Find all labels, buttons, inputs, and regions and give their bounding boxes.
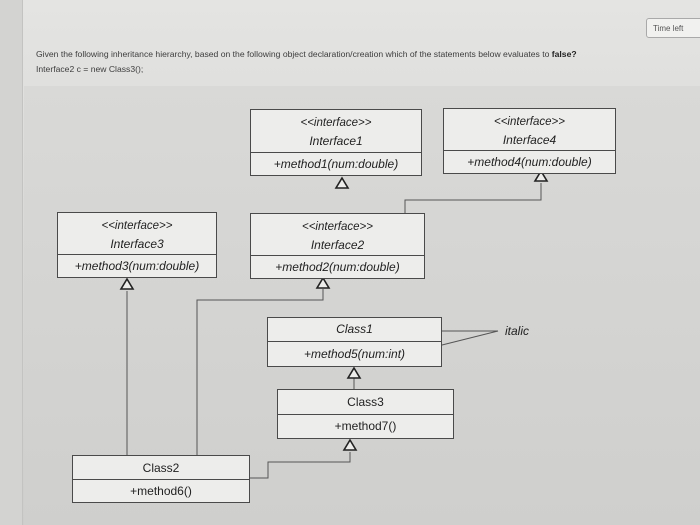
question-prefix: Given the following inheritance hierarch… bbox=[36, 49, 552, 59]
question-emphasis: false? bbox=[551, 49, 577, 59]
interface1-method: +method1(num:double) bbox=[273, 157, 399, 171]
class3-methods: +method7() bbox=[278, 415, 453, 438]
interface3-name: Interface3 bbox=[110, 237, 164, 251]
class1-methods: +method5(num:int) bbox=[268, 342, 441, 366]
class3-box: Class3 +method7() bbox=[277, 389, 454, 439]
class3-name: Class3 bbox=[347, 395, 384, 409]
interface3-box: <<interface>> Interface3 +method3(num:do… bbox=[57, 212, 217, 278]
class2-header: Class2 bbox=[73, 456, 249, 480]
italic-annotation: italic bbox=[505, 324, 530, 338]
interface2-method: +method2(num:double) bbox=[275, 260, 400, 274]
time-left-indicator: Time left bbox=[646, 18, 700, 38]
interface3-methods: +method3(num:double) bbox=[58, 255, 216, 277]
interface3-stereotype: <<interface>> bbox=[101, 220, 173, 232]
class1-box: Class1 +method5(num:int) bbox=[267, 317, 442, 367]
class1-method: +method5(num:int) bbox=[303, 347, 406, 361]
interface3-method: +method3(num:double) bbox=[74, 259, 200, 273]
time-left-label: Time left bbox=[653, 24, 684, 33]
interface2-name: Interface2 bbox=[310, 238, 365, 252]
interface4-methods: +method4(num:double) bbox=[444, 151, 615, 173]
class2-methods: +method6() bbox=[73, 480, 249, 502]
interface4-header: <<interface>> Interface4 bbox=[444, 109, 615, 151]
interface2-header: <<interface>> Interface2 bbox=[251, 214, 424, 256]
class2-method: +method6() bbox=[130, 484, 192, 498]
interface1-stereotype: <<interface>> bbox=[300, 117, 372, 129]
left-sidebar-strip bbox=[0, 0, 23, 525]
interface2-box: <<interface>> Interface2 +method2(num:do… bbox=[250, 213, 425, 279]
class2-box: Class2 +method6() bbox=[72, 455, 250, 503]
class1-name: Class1 bbox=[336, 322, 373, 336]
interface4-box: <<interface>> Interface4 +method4(num:do… bbox=[443, 108, 616, 174]
question-code: Interface2 c = new Class3(); bbox=[36, 64, 144, 74]
question-line: Given the following inheritance hierarch… bbox=[36, 47, 696, 62]
interface1-box: <<interface>> Interface1 +method1(num:do… bbox=[250, 109, 422, 176]
class3-header: Class3 bbox=[278, 390, 453, 415]
interface2-methods: +method2(num:double) bbox=[251, 256, 424, 278]
interface1-name: Interface1 bbox=[309, 134, 363, 148]
class3-method: +method7() bbox=[334, 419, 397, 433]
interface4-stereotype: <<interface>> bbox=[494, 116, 565, 128]
interface2-stereotype: <<interface>> bbox=[302, 221, 373, 233]
class1-header: Class1 bbox=[268, 318, 441, 342]
interface3-header: <<interface>> Interface3 bbox=[58, 213, 216, 255]
interface1-header: <<interface>> Interface1 bbox=[251, 110, 421, 153]
interface4-name: Interface4 bbox=[502, 133, 557, 147]
interface4-method: +method4(num:double) bbox=[467, 155, 592, 169]
class2-name: Class2 bbox=[142, 461, 180, 475]
interface1-methods: +method1(num:double) bbox=[251, 153, 421, 175]
question-text: Given the following inheritance hierarch… bbox=[36, 47, 696, 77]
